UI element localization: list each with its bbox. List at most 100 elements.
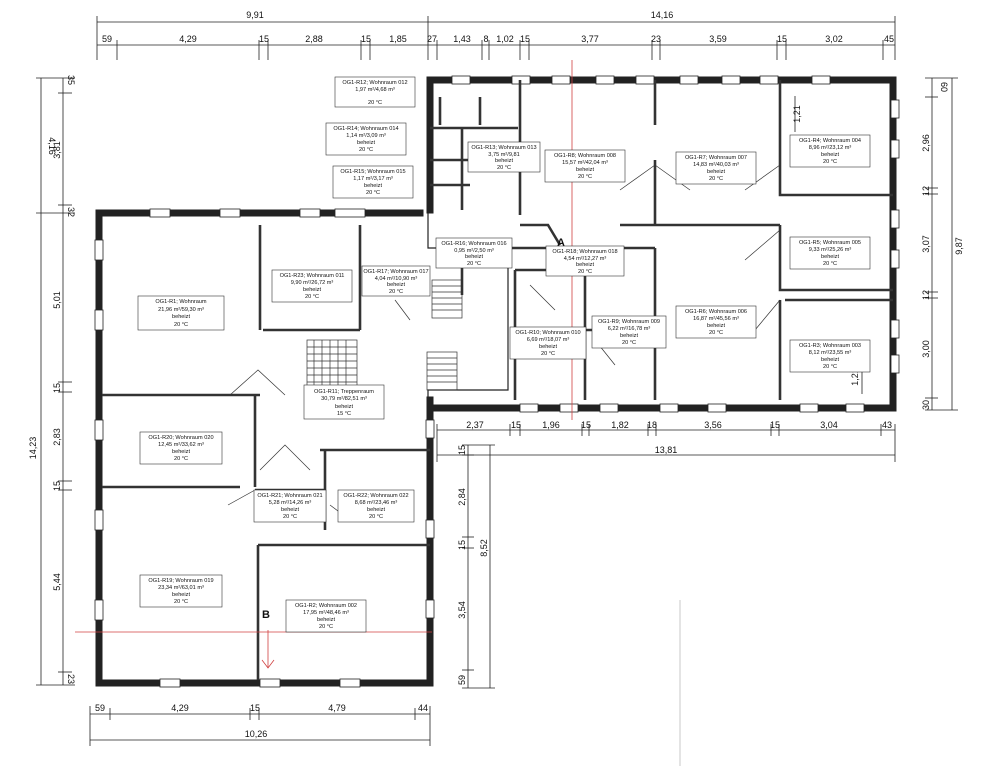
room-temp: 20 °C [578,269,592,275]
room-area: 9,33 m²/25,26 m³ [809,247,852,253]
room-label: OG1-R3; Wohnraum 003 8,12 m²/23,55 m³ be… [789,339,871,373]
room-title: OG1-R2; Wohnraum 002 [295,603,357,609]
room-area: 5,28 m²/14,26 m³ [269,500,312,506]
room-temp: 20 °C [174,599,188,605]
room-state: beheizt [707,169,725,175]
room-title: OG1-R19; Wohnraum 019 [148,578,213,584]
section-marker-b: B [262,609,270,621]
dim-top-seg: 2,88 [305,34,323,44]
room-area: 30,79 m²/82,51 m³ [321,396,367,402]
room-temp: 20 °C [497,165,511,171]
dim-mid-seg: 15 [511,420,521,430]
room-area: 8,96 m²/23,12 m³ [809,145,852,151]
dim-mid-seg: 1,96 [542,420,560,430]
room-label: OG1-R21; Wohnraum 021 5,28 m²/14,26 m³ b… [253,489,327,523]
room-state: beheizt [172,449,190,455]
room-area: 23,34 m²/63,01 m³ [158,585,204,591]
room-title: OG1-R14; Wohnraum 014 [333,126,398,132]
room-area: 8,12 m²/23,55 m³ [809,350,852,356]
room-temp: 20 °C [368,100,382,106]
room-state: beheizt [367,507,385,513]
room-title: OG1-R5; Wohnraum 005 [799,240,861,246]
room-label: OG1-R10; Wohnraum 010 6,69 m²/18,07 m³ b… [509,326,587,360]
dim-top-seg: 4,29 [179,34,197,44]
room-label: OG1-R20; Wohnraum 020 12,45 m²/33,62 m³ … [139,431,223,465]
room-state: beheizt [281,507,299,513]
room-temp: 20 °C [389,289,403,295]
room-title: OG1-R11; Treppenraum [314,389,374,395]
dim-right-seg: 30 [921,400,931,410]
dim-top-seg: 15 [520,34,530,44]
room-label: OG1-R11; Treppenraum 30,79 m²/82,51 m³ b… [303,384,385,420]
dim-right-total: 9,87 [954,237,964,255]
room-state: beheizt [821,254,839,260]
dim-top-seg: 3,59 [709,34,727,44]
room-label: OG1-R17; Wohnraum 017 4,04 m²/10,90 m³ b… [361,265,431,297]
room-state: beheizt [707,323,725,329]
room-title: OG1-R12; Wohnraum 012 [342,80,407,86]
room-state: beheizt [387,282,405,288]
room-title: OG1-R22; Wohnraum 022 [343,493,408,499]
dim-left-seg: 35 [66,75,76,85]
dim-left-upper: 4,16 [47,137,57,155]
dim-bottom-seg: 15 [250,703,260,713]
room-state: beheizt [364,183,382,189]
room-area: 6,22 m²/16,78 m³ [608,326,651,332]
room-temp: 20 °C [369,514,383,520]
room-temp: 20 °C [319,624,333,630]
dim-bottom-seg: 59 [95,703,105,713]
dim-left-seg: 23 [66,674,76,684]
dim-lower-seg: 3,54 [457,601,467,619]
room-state: beheizt [576,262,594,268]
section-lines [75,60,681,766]
dim-top-total-left: 9,91 [246,10,264,20]
room-label: OG1-R15; Wohnraum 015 1,17 m²/3,17 m³ be… [332,165,414,199]
room-state: beheizt [172,592,190,598]
room-area: 15,57 m²/42,04 m³ [562,160,608,166]
room-state: beheizt [576,167,594,173]
room-temp: 20 °C [823,364,837,370]
room-temp: 20 °C [467,261,481,267]
dim-mid-total: 13,81 [655,445,678,455]
stair-flight-lower [426,351,458,391]
room-temp: 20 °C [709,176,723,182]
room-label: OG1-R2; Wohnraum 002 17,95 m²/48,46 m³ b… [285,599,367,633]
room-temp: 20 °C [283,514,297,520]
dim-right-seg: 12 [921,290,931,300]
dim-top-seg: 1,02 [496,34,514,44]
dim-top-seg: 59 [102,34,112,44]
dim-left-seg: 2,83 [52,428,62,446]
room-state: beheizt [539,344,557,350]
room-area: 14,83 m²/40,03 m³ [693,162,739,168]
room-area: 6,69 m²/18,07 m³ [527,337,570,343]
room-temp: 20 °C [622,340,636,346]
dim-lower-total: 8,52 [479,539,489,557]
room-title: OG1-R10; Wohnraum 010 [515,330,580,336]
dim-right-small: 1,21 [792,105,802,123]
dim-right-small: 1,21 [850,368,860,386]
dim-left-total: 14,23 [28,437,38,460]
room-label: OG1-R16; Wohnraum 016 0,95 m²/2,50 m³ be… [435,237,513,269]
dim-lower-seg: 15 [457,445,467,455]
room-temp: 20 °C [174,456,188,462]
room-title: OG1-R15; Wohnraum 015 [340,169,405,175]
dim-top-seg: 1,43 [453,34,471,44]
room-temp: 20 °C [541,351,555,357]
dim-lower-seg: 15 [457,540,467,550]
room-state: beheizt [495,158,513,164]
dim-lower-seg: 59 [457,675,467,685]
room-state: beheizt [821,152,839,158]
room-temp: 20 °C [709,330,723,336]
room-temp: 20 °C [366,190,380,196]
room-label: OG1-R5; Wohnraum 005 9,33 m²/25,26 m³ be… [789,236,871,270]
room-temp: 20 °C [174,322,188,328]
dim-left-seg: 15 [52,383,62,393]
room-area: 12,45 m²/33,62 m³ [158,442,204,448]
room-area: 0,95 m²/2,50 m³ [454,248,494,254]
dim-mid-seg: 18 [647,420,657,430]
room-label: OG1-R19; Wohnraum 019 23,34 m²/63,01 m³ … [139,574,223,608]
room-area: 9,90 m²/26,72 m³ [291,280,334,286]
room-area: 1,14 m²/3,09 m³ [346,133,386,139]
room-label: OG1-R14; Wohnraum 014 1,14 m²/3,09 m³ be… [325,122,407,156]
